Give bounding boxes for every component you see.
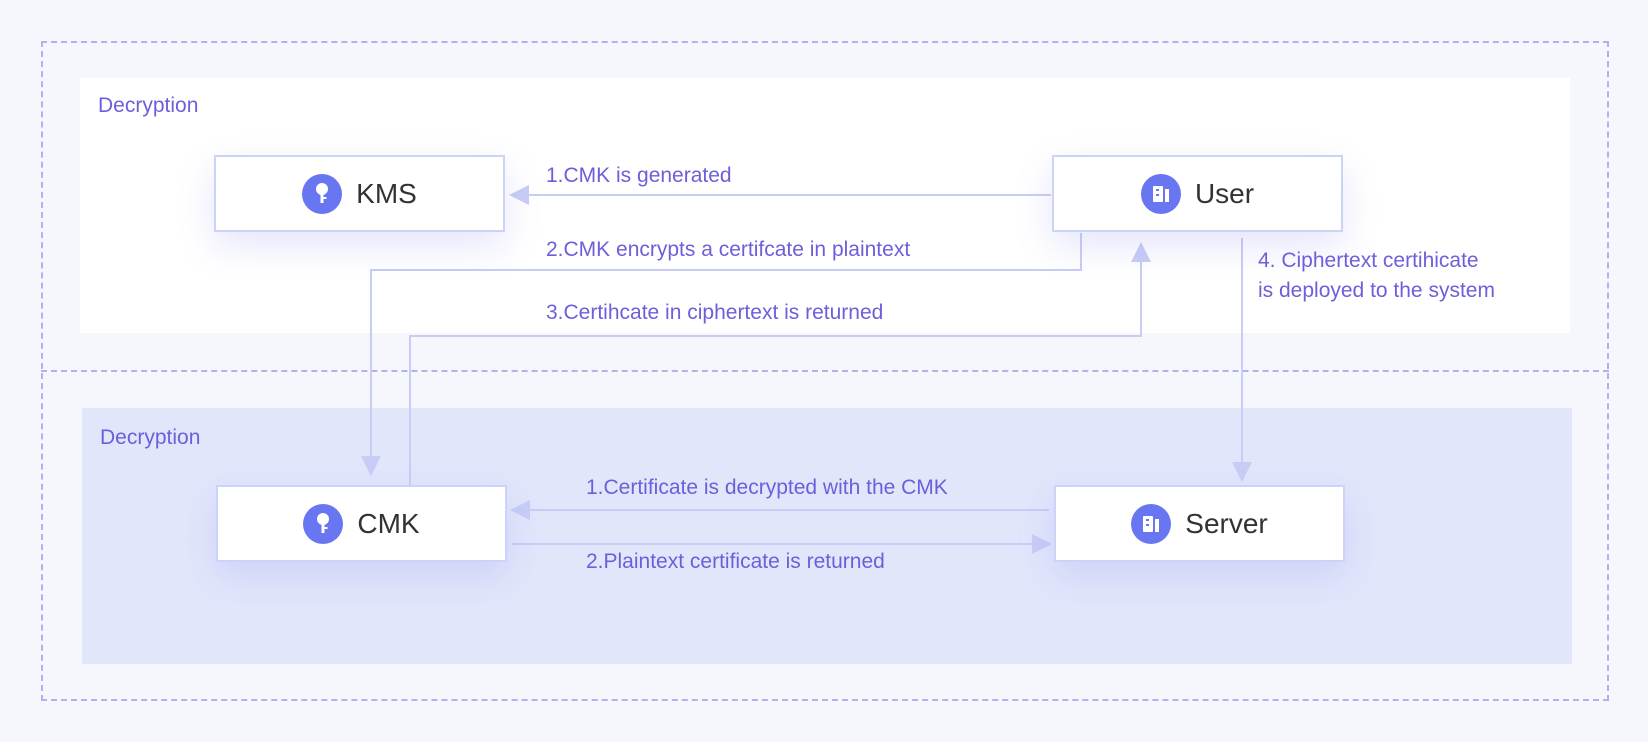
edge-label-plaintext-returned: 2.Plaintext certificate is returned [586, 550, 885, 573]
server-node: Server [1054, 485, 1345, 562]
edge-label-cmk-generated: 1.CMK is generated [546, 164, 732, 187]
cmk-node: CMK [216, 485, 507, 562]
server-label: Server [1185, 507, 1268, 539]
edge-label-cipher-deployed: 4. Ciphertext certihicate is deployed to… [1258, 249, 1495, 302]
user-label: User [1194, 177, 1255, 209]
cmk-label: CMK [357, 507, 420, 539]
top-panel-title: Decryption [98, 94, 199, 117]
user-node: User [1052, 155, 1343, 232]
key-icon [303, 503, 344, 544]
section-divider [41, 370, 1609, 372]
server-icon [1131, 503, 1172, 544]
key-icon [302, 173, 343, 214]
kms-node: KMS [214, 155, 505, 232]
edge-label-cipher-returned: 3.Certihcate in ciphertext is returned [546, 301, 884, 324]
server-icon [1140, 173, 1181, 214]
bottom-panel-title: Decryption [100, 426, 201, 449]
kms-label: KMS [356, 177, 417, 209]
edge-label-certificate-decrypted: 1.Certificate is decrypted with the CMK [586, 476, 948, 499]
edge-label-cmk-encrypts: 2.CMK encrypts a certifcate in plaintext [546, 238, 911, 261]
